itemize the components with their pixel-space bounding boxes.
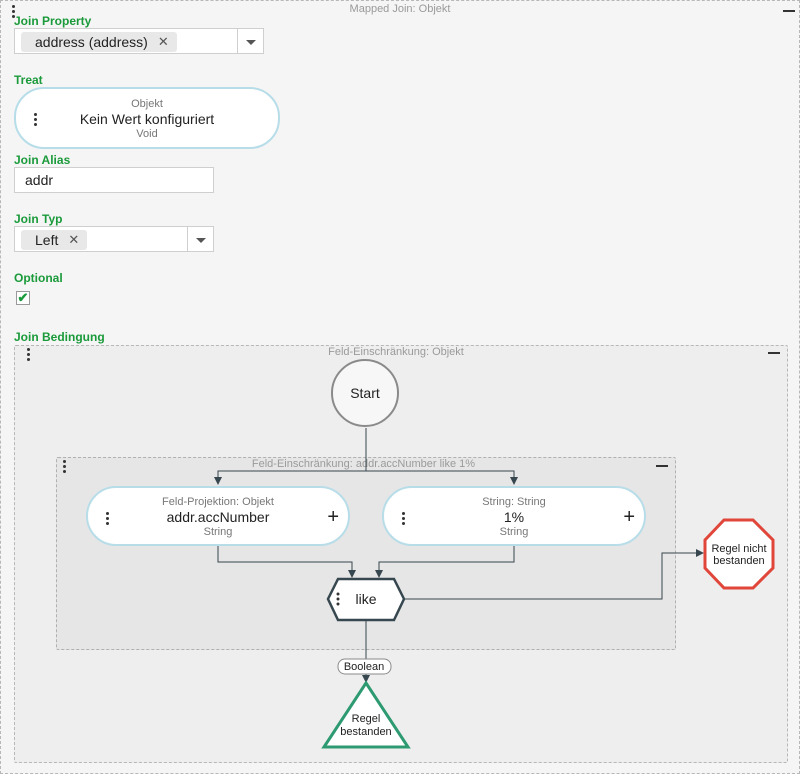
outer-title: Mapped Join: Objekt bbox=[349, 3, 451, 15]
treat-node[interactable]: Objekt Kein Wert konfiguriert Void bbox=[14, 87, 280, 149]
string-value-type: String: String bbox=[482, 496, 546, 508]
join-alias-input[interactable]: addr bbox=[14, 167, 214, 193]
inner-collapse-icon[interactable] bbox=[656, 465, 668, 467]
like-menu-icon-dot bbox=[336, 602, 340, 606]
join-property-chip-remove-icon[interactable]: ✕ bbox=[157, 34, 169, 49]
join-property-chip-label: address (address) bbox=[35, 34, 148, 50]
treat-menu-icon[interactable] bbox=[32, 113, 38, 126]
feld-projektion-menu-icon[interactable] bbox=[104, 512, 110, 525]
join-property-chip: address (address) ✕ bbox=[21, 32, 177, 52]
outer-collapse-icon[interactable] bbox=[783, 10, 795, 12]
rule-failed-label-1: Regel nicht bbox=[711, 543, 766, 555]
treat-sub: Void bbox=[136, 128, 158, 140]
edge-like-fail bbox=[404, 549, 704, 600]
start-node bbox=[331, 359, 399, 427]
join-typ-chip-label: Left bbox=[35, 232, 59, 248]
group-menu-icon[interactable] bbox=[25, 348, 31, 361]
treat-label: Treat bbox=[14, 73, 43, 87]
edge-start-right bbox=[366, 470, 518, 485]
edge-right-like bbox=[375, 546, 515, 578]
join-property-label: Join Property bbox=[14, 14, 92, 28]
optional-checkbox[interactable]: ✔ bbox=[16, 290, 30, 305]
like-operator-node bbox=[326, 577, 406, 622]
treat-type: Objekt bbox=[131, 98, 163, 110]
join-bedingung-label: Join Bedingung bbox=[14, 330, 105, 344]
feld-projektion-sub: String bbox=[203, 526, 233, 538]
feld-projektion-node[interactable]: Feld-Projektion: Objekt addr.accNumber S… bbox=[86, 486, 350, 546]
string-value-value: 1% bbox=[503, 509, 525, 525]
string-value-add-icon[interactable]: + bbox=[623, 506, 635, 528]
boolean-edge-label: Boolean bbox=[344, 661, 384, 673]
join-typ-dropdown-icon[interactable] bbox=[196, 238, 206, 243]
treat-value: Kein Wert konfiguriert bbox=[79, 111, 215, 127]
join-property-dropdown-icon[interactable] bbox=[246, 40, 256, 45]
feld-projektion-value: addr.accNumber bbox=[166, 509, 270, 525]
start-label: Start bbox=[350, 385, 380, 401]
inner-menu-icon[interactable] bbox=[61, 460, 67, 473]
string-value-sub: String bbox=[499, 526, 529, 538]
rule-passed-label-2: bestanden bbox=[340, 726, 391, 738]
feld-projektion-type: Feld-Projektion: Objekt bbox=[162, 496, 274, 508]
like-menu-icon-dot bbox=[336, 592, 340, 596]
join-property-divider bbox=[237, 29, 238, 53]
join-typ-divider bbox=[187, 227, 188, 251]
rule-failed-label-2: bestanden bbox=[713, 555, 764, 567]
rule-passed-label-1: Regel bbox=[352, 713, 381, 725]
like-label: like bbox=[355, 591, 376, 607]
string-value-menu-icon[interactable] bbox=[400, 512, 406, 525]
edge-left-like bbox=[217, 546, 356, 578]
join-alias-label: Join Alias bbox=[14, 153, 71, 167]
string-value-node[interactable]: String: String 1% String + bbox=[382, 486, 646, 546]
feld-projektion-add-icon[interactable]: + bbox=[327, 506, 339, 528]
join-typ-select[interactable]: Left ✕ bbox=[14, 226, 214, 252]
rule-passed-node bbox=[321, 680, 411, 749]
join-typ-label: Join Typ bbox=[14, 212, 63, 226]
checkmark-icon: ✔ bbox=[17, 290, 29, 305]
like-menu-icon-dot bbox=[336, 597, 340, 601]
inner-title: Feld-Einschränkung: addr.accNumber like … bbox=[251, 458, 476, 470]
outer-menu-icon[interactable] bbox=[10, 5, 16, 18]
group-collapse-icon[interactable] bbox=[768, 352, 780, 354]
boolean-edge-badge bbox=[337, 658, 392, 675]
rule-failed-node bbox=[703, 518, 775, 590]
join-typ-chip: Left ✕ bbox=[21, 230, 88, 250]
edge-start-left bbox=[214, 428, 367, 485]
group-title: Feld-Einschränkung: Objekt bbox=[328, 346, 464, 358]
optional-label: Optional bbox=[14, 271, 63, 285]
join-typ-chip-remove-icon[interactable]: ✕ bbox=[68, 232, 80, 247]
join-property-select[interactable]: address (address) ✕ bbox=[14, 28, 264, 54]
